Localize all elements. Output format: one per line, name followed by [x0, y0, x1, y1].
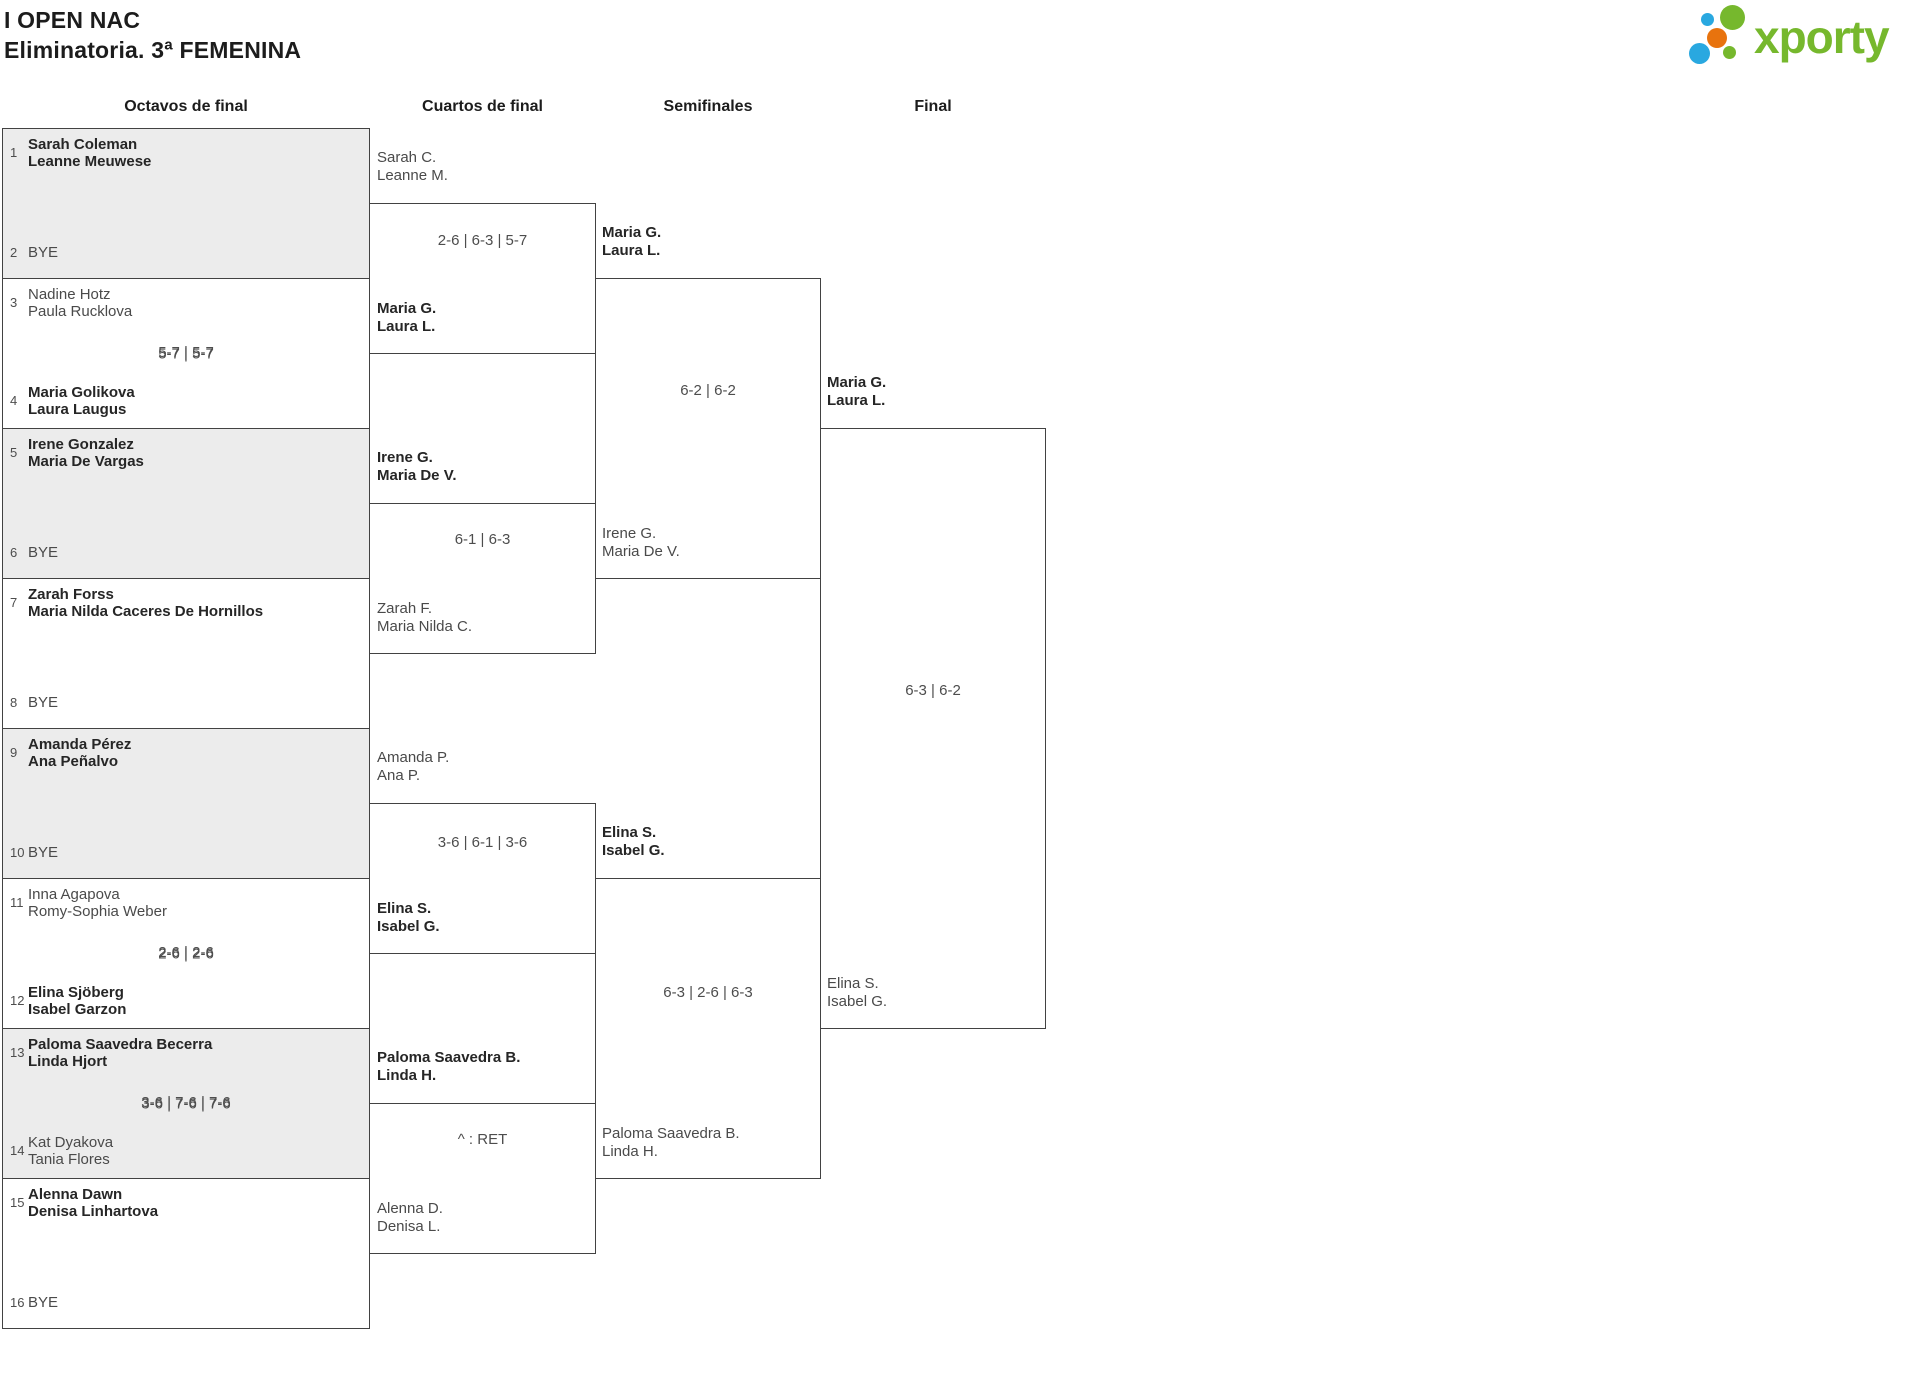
- seed-number: 3: [10, 295, 18, 310]
- qf4-team-bottom: Alenna D.Denisa L.: [377, 1200, 443, 1235]
- seed-number: 9: [10, 745, 18, 760]
- sf2-team-bottom: Paloma Saavedra B.Linda H.: [602, 1125, 740, 1160]
- seed-number: 2: [10, 245, 18, 260]
- qf1-score: 2-6 | 6-3 | 5-7: [437, 232, 528, 249]
- round-header-semifinales: Semifinales: [663, 98, 753, 115]
- team-name: BYE: [28, 844, 59, 861]
- final-score: 6-3 | 6-2: [905, 682, 961, 699]
- xporty-logo[interactable]: xporty: [1688, 4, 1910, 70]
- seed-number: 11: [10, 895, 24, 910]
- round-header-octavos: Octavos de final: [124, 98, 248, 115]
- logo-dot-icon: [1720, 5, 1745, 30]
- team-name: BYE: [28, 544, 59, 561]
- qf1-team-top: Sarah C.Leanne M.: [377, 149, 448, 184]
- seed-number: 14: [10, 1143, 25, 1158]
- qf4-team-top: Paloma Saavedra B.Linda H.: [377, 1049, 521, 1084]
- seed-number: 5: [10, 445, 18, 460]
- team-name: BYE: [28, 694, 59, 711]
- seed-number: 16: [10, 1295, 25, 1310]
- team-name: BYE: [28, 244, 59, 261]
- round-header-final: Final: [914, 98, 952, 115]
- seed-number: 13: [10, 1045, 25, 1060]
- qf2-team-bottom: Zarah F.Maria Nilda C.: [377, 600, 473, 635]
- sf2-score: 6-3 | 2-6 | 6-3: [663, 984, 753, 1001]
- seed-number: 8: [10, 695, 18, 710]
- r16-score: 3-6 | 7-6 | 7-6: [141, 1094, 231, 1111]
- logo-dot-icon: [1701, 13, 1714, 26]
- bracket-subtitle: Eliminatoria. 3ª FEMENINA: [4, 37, 302, 63]
- match-score: 5-7 | 5-7: [158, 345, 214, 362]
- sf2-team-top: Elina S.Isabel G.: [602, 824, 665, 859]
- page-header: I OPEN NAC Eliminatoria. 3ª FEMENINA: [4, 5, 301, 65]
- r16-score: 2-6 | 2-6: [158, 944, 214, 961]
- qf1-team-bottom: Maria G.Laura L.: [377, 300, 437, 335]
- qf2-score: 6-1 | 6-3: [454, 531, 511, 548]
- team-name: BYE: [28, 1294, 59, 1311]
- final-team-bottom: Elina S.Isabel G.: [827, 975, 888, 1010]
- sf1-team-top: Maria G.Laura L.: [602, 224, 662, 259]
- seed-number: 4: [10, 393, 18, 408]
- final-team-top: Maria G.Laura L.: [827, 374, 887, 409]
- logo-dot-icon: [1723, 46, 1736, 59]
- round-header-cuartos: Cuartos de final: [422, 98, 543, 115]
- qf3-team-bottom: Elina S.Isabel G.: [377, 900, 440, 935]
- seed-number: 15: [10, 1195, 25, 1210]
- r16-score: 5-7 | 5-7: [158, 344, 214, 361]
- seed-number: 7: [10, 595, 18, 610]
- sf1-team-bottom: Irene G.Maria De V.: [602, 525, 680, 560]
- tournament-title: I OPEN NAC: [4, 7, 141, 33]
- seed-number: 1: [10, 145, 18, 160]
- qf4-score: ^ : RET: [457, 1131, 508, 1148]
- seed-number: 10: [10, 845, 25, 860]
- seed-number: 12: [10, 993, 25, 1008]
- logo-wordmark: xporty: [1754, 11, 1890, 63]
- match-score: 2-6 | 2-6: [158, 945, 214, 962]
- seed-number: 6: [10, 545, 18, 560]
- final-box: [820, 428, 1046, 1029]
- match-score: 3-6 | 7-6 | 7-6: [141, 1095, 231, 1112]
- sf1-score: 6-2 | 6-2: [680, 382, 736, 399]
- logo-dot-icon: [1689, 43, 1710, 64]
- qf2-team-top: Irene G.Maria De V.: [377, 449, 457, 484]
- qf3-team-top: Amanda P.Ana P.: [377, 749, 450, 784]
- logo-dot-icon: [1707, 28, 1727, 48]
- qf3-score: 3-6 | 6-1 | 3-6: [437, 834, 528, 851]
